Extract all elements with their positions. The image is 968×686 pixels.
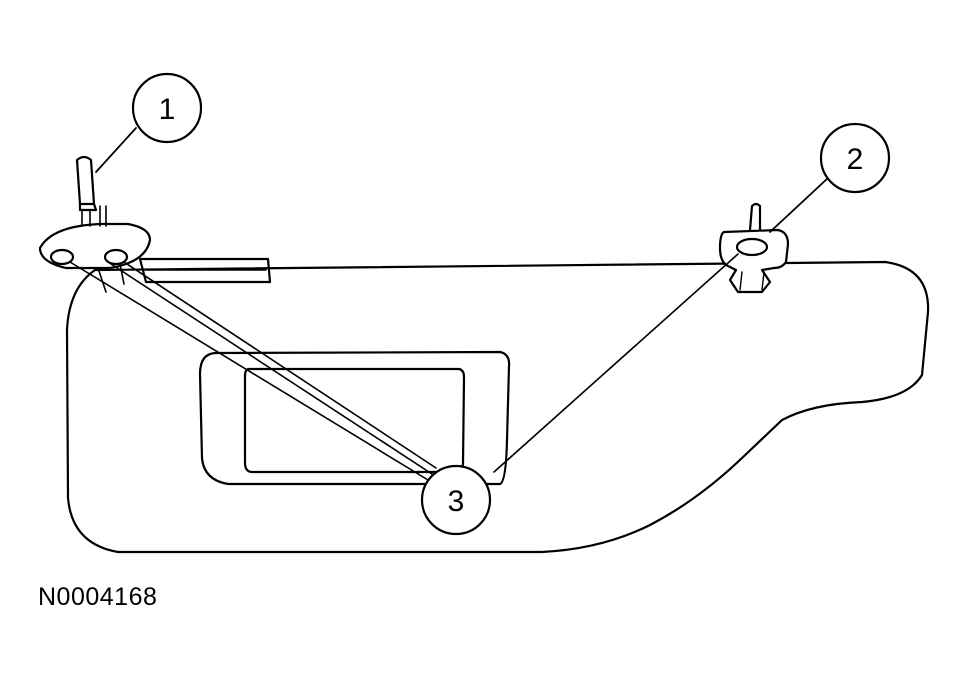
leader-3-b — [107, 261, 433, 475]
callout-2-label: 2 — [847, 143, 864, 176]
vanity-mirror-frame — [198, 350, 511, 486]
visor-body — [65, 260, 930, 554]
clip-screw-hole — [735, 237, 769, 257]
screw-hole-left — [49, 248, 75, 266]
callout-1: 1 — [131, 72, 203, 144]
leader-3-a — [69, 261, 429, 481]
leader-1 — [95, 127, 137, 173]
callout-1-label: 1 — [159, 93, 176, 126]
callout-2: 2 — [819, 122, 891, 194]
callout-3-label: 3 — [448, 485, 465, 518]
screw-hole-right — [103, 248, 129, 266]
leader-3-c — [123, 261, 437, 469]
left-bracket — [38, 222, 152, 270]
leader-3-d — [493, 253, 739, 473]
vanity-mirror — [243, 367, 466, 474]
callout-3: 3 — [420, 464, 492, 536]
pivot-pin — [75, 155, 96, 206]
figure-id: N0004168 — [38, 583, 158, 611]
leader-2 — [769, 177, 829, 233]
